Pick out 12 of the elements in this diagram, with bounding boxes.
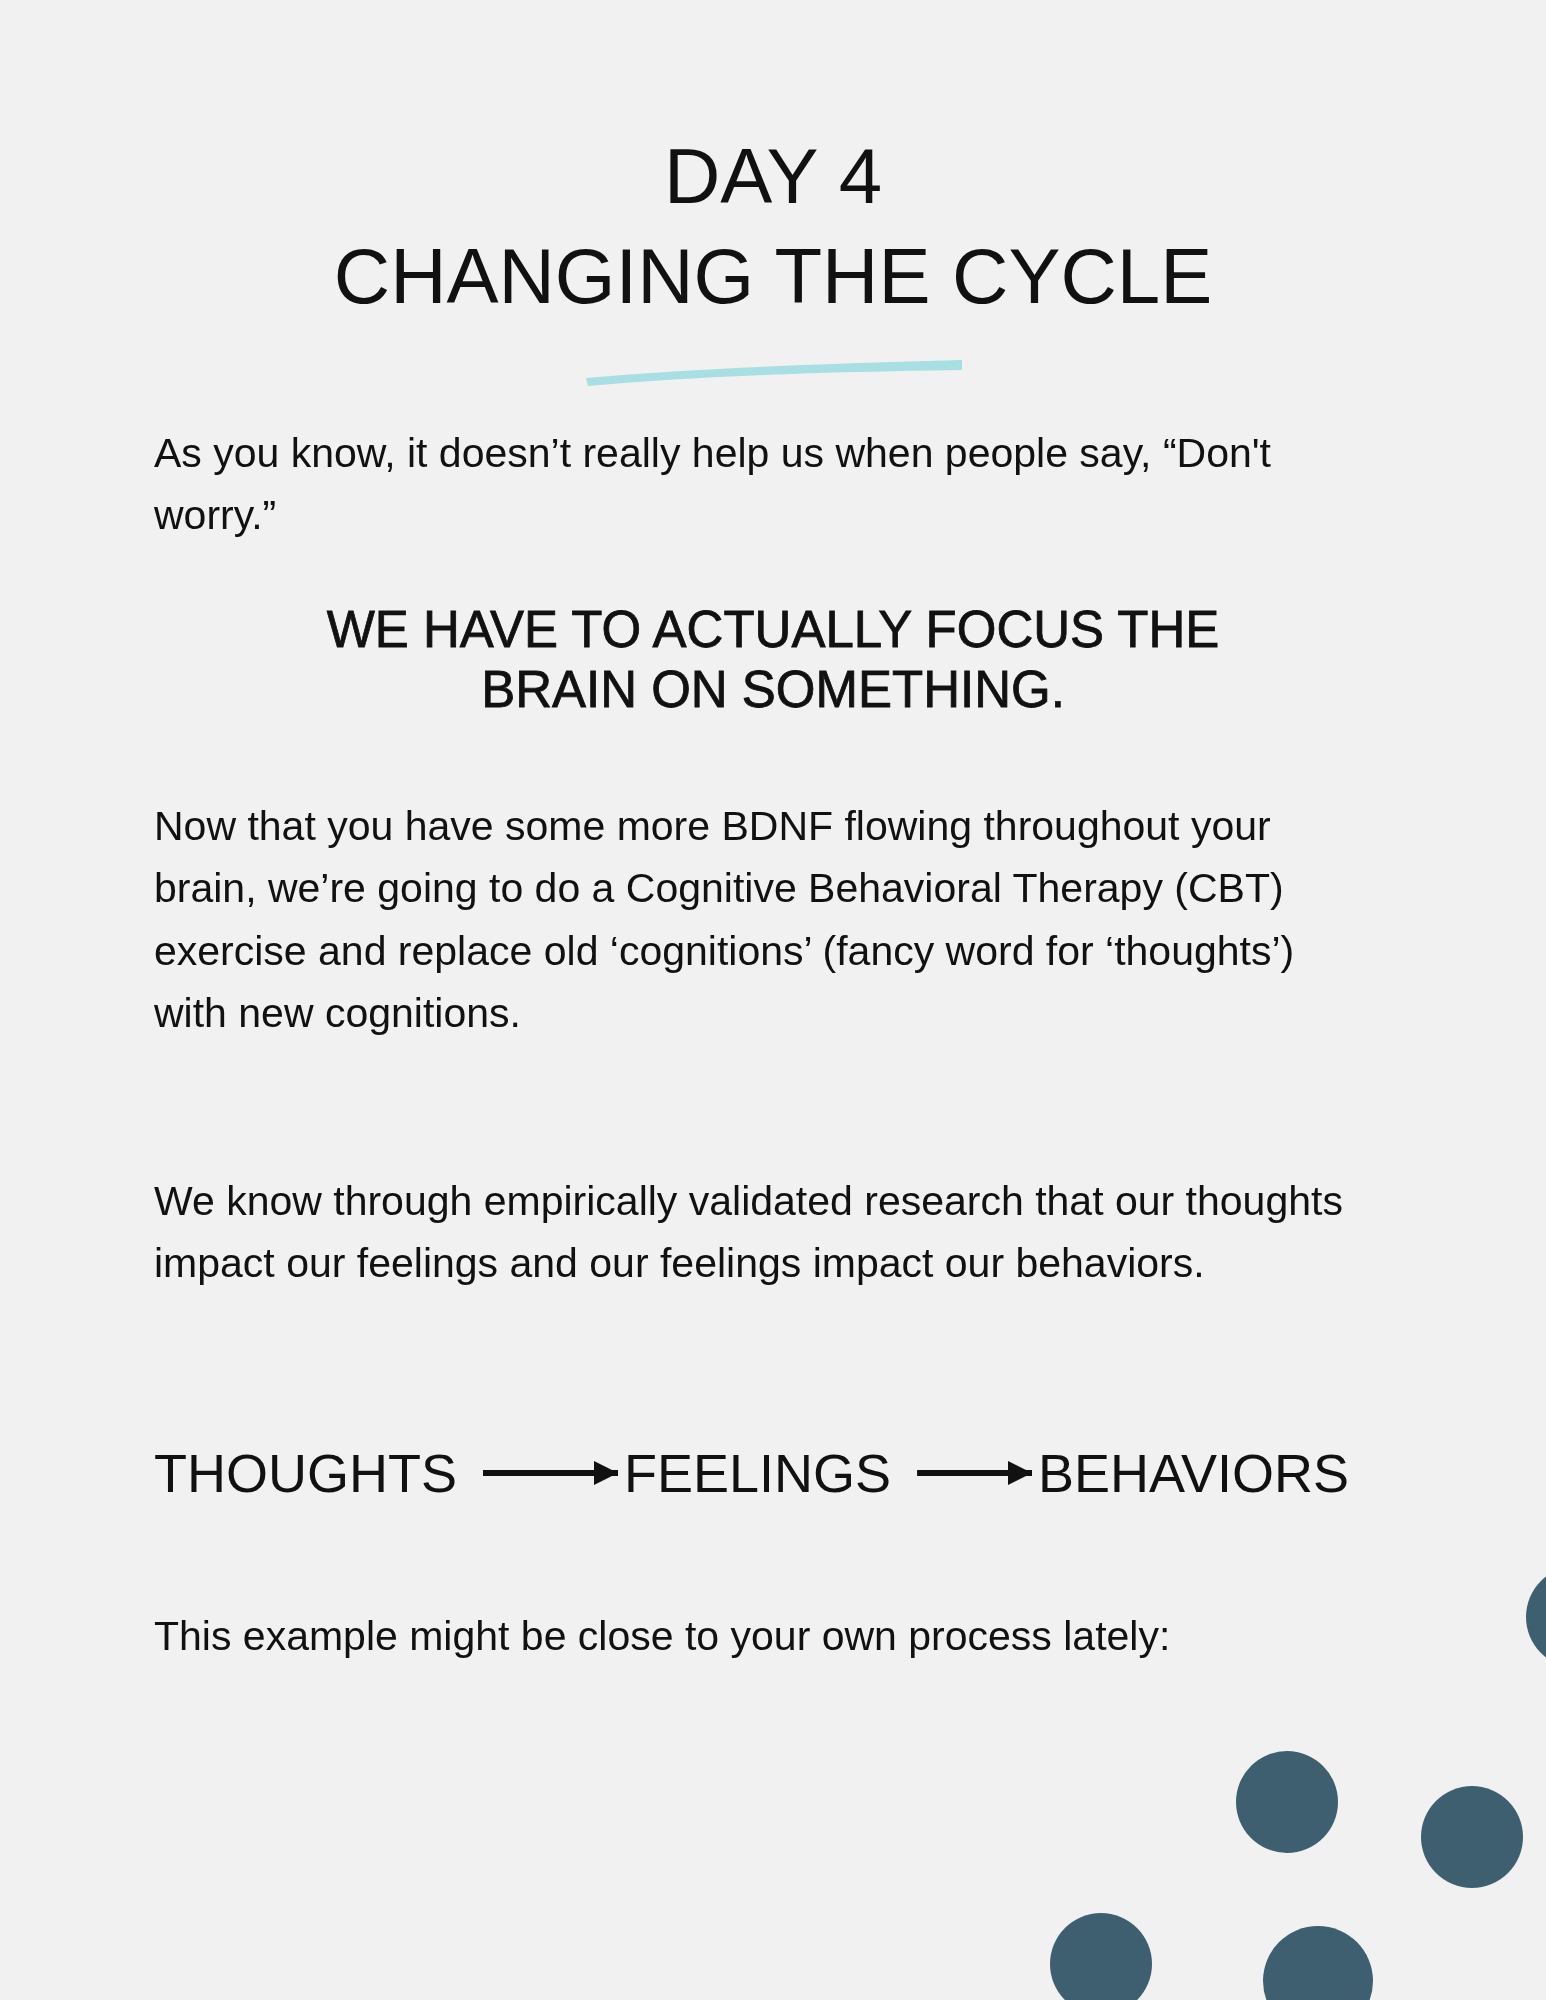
body-paragraph: We know through empirically validated research that our thoughts impact our feelings and our feelings impact our behaviors.	[154, 1178, 1343, 1287]
arrow	[483, 1461, 618, 1485]
flow-step: FEELINGS	[624, 1446, 892, 1500]
intro-paragraph: As you know, it doesn’t really help us when people say, “Don't worry.”	[154, 430, 1271, 539]
title: CHANGING THE CYCLE	[333, 232, 1213, 320]
flow-step: BEHAVIORS	[1038, 1446, 1350, 1500]
arrow	[917, 1461, 1032, 1485]
body-paragraph: This example might be close to your own process lately:	[154, 1613, 1171, 1659]
body-paragraph: Now that you have some more BDNF flowing throughout your brain, we’re going to do a Cognitive Behavioral Therapy (CBT) exercise and replace old ‘cognitions’ (fancy word for ‘thoughts’) with new cognitions.	[154, 803, 1295, 1036]
flow-step: THOUGHTS	[154, 1446, 457, 1500]
day-heading: DAY 4	[663, 132, 883, 220]
emphasis-heading: WE HAVE TO ACTUALLY FOCUS THE BRAIN ON SOMETHING.	[326, 601, 1220, 718]
